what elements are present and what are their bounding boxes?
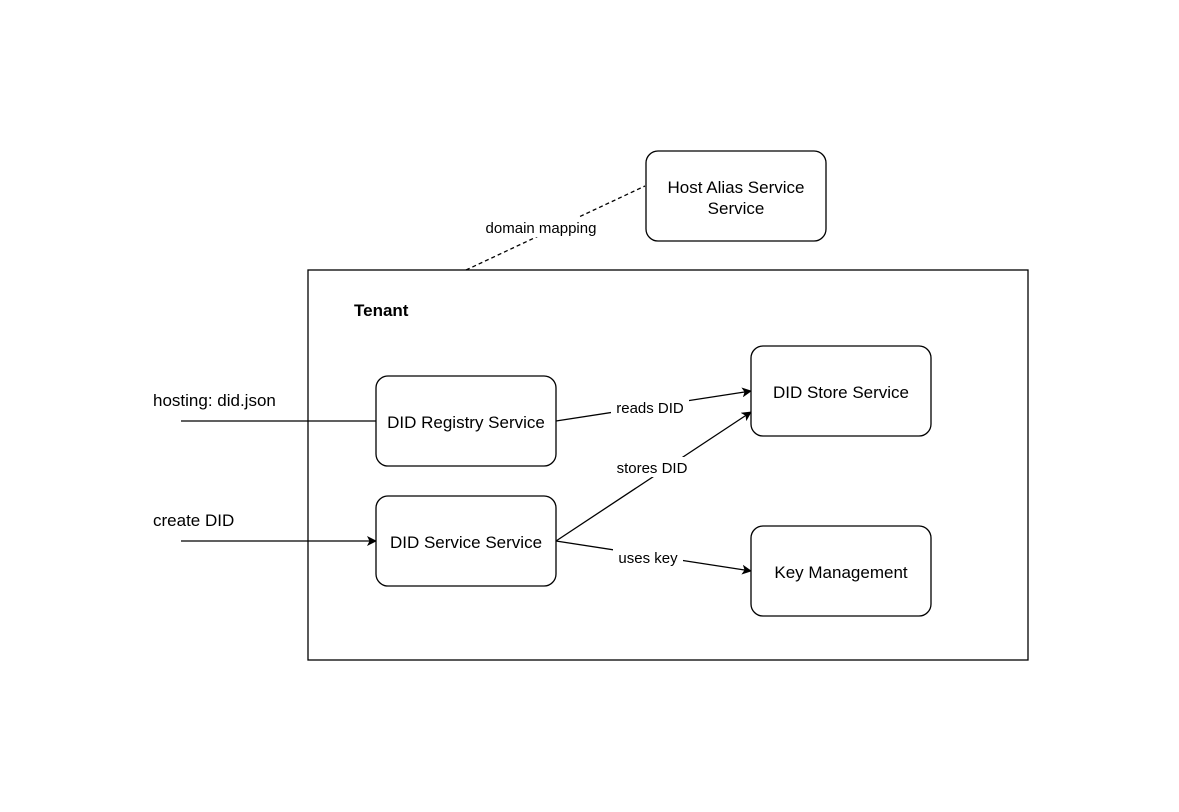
node-key-management-label: Key Management [774, 563, 908, 582]
input-create-did-label: create DID [153, 511, 234, 530]
edge-domain-mapping-label: domain mapping [486, 220, 597, 237]
node-host-alias-label-line2: Service [708, 199, 765, 218]
tenant-group-label: Tenant [354, 301, 409, 320]
node-host-alias[interactable]: Host Alias Service Service [645, 150, 827, 242]
node-host-alias-label-line1: Host Alias Service [668, 178, 805, 197]
edge-stores-did-label-bg [610, 457, 694, 477]
edge-reads-did-label: reads DID [616, 400, 684, 417]
node-did-store-label: DID Store Service [773, 383, 909, 402]
edge-uses-key-label: uses key [618, 550, 678, 567]
tenant-group [307, 269, 1029, 661]
input-hosting-label: hosting: did.json [153, 391, 276, 410]
node-key-management[interactable]: Key Management [750, 525, 932, 617]
node-did-registry[interactable]: DID Registry Service [375, 375, 557, 467]
node-did-registry-label: DID Registry Service [387, 413, 545, 432]
node-did-store[interactable]: DID Store Service [750, 345, 932, 437]
edge-reads-did-label-bg [611, 397, 689, 417]
edge-stores-did-label: stores DID [617, 460, 688, 477]
edge-domain-mapping-label-bg [477, 217, 605, 237]
edge-uses-key-label-bg [613, 547, 683, 567]
node-did-service[interactable]: DID Service Service [375, 495, 557, 587]
node-did-service-label: DID Service Service [390, 533, 542, 552]
